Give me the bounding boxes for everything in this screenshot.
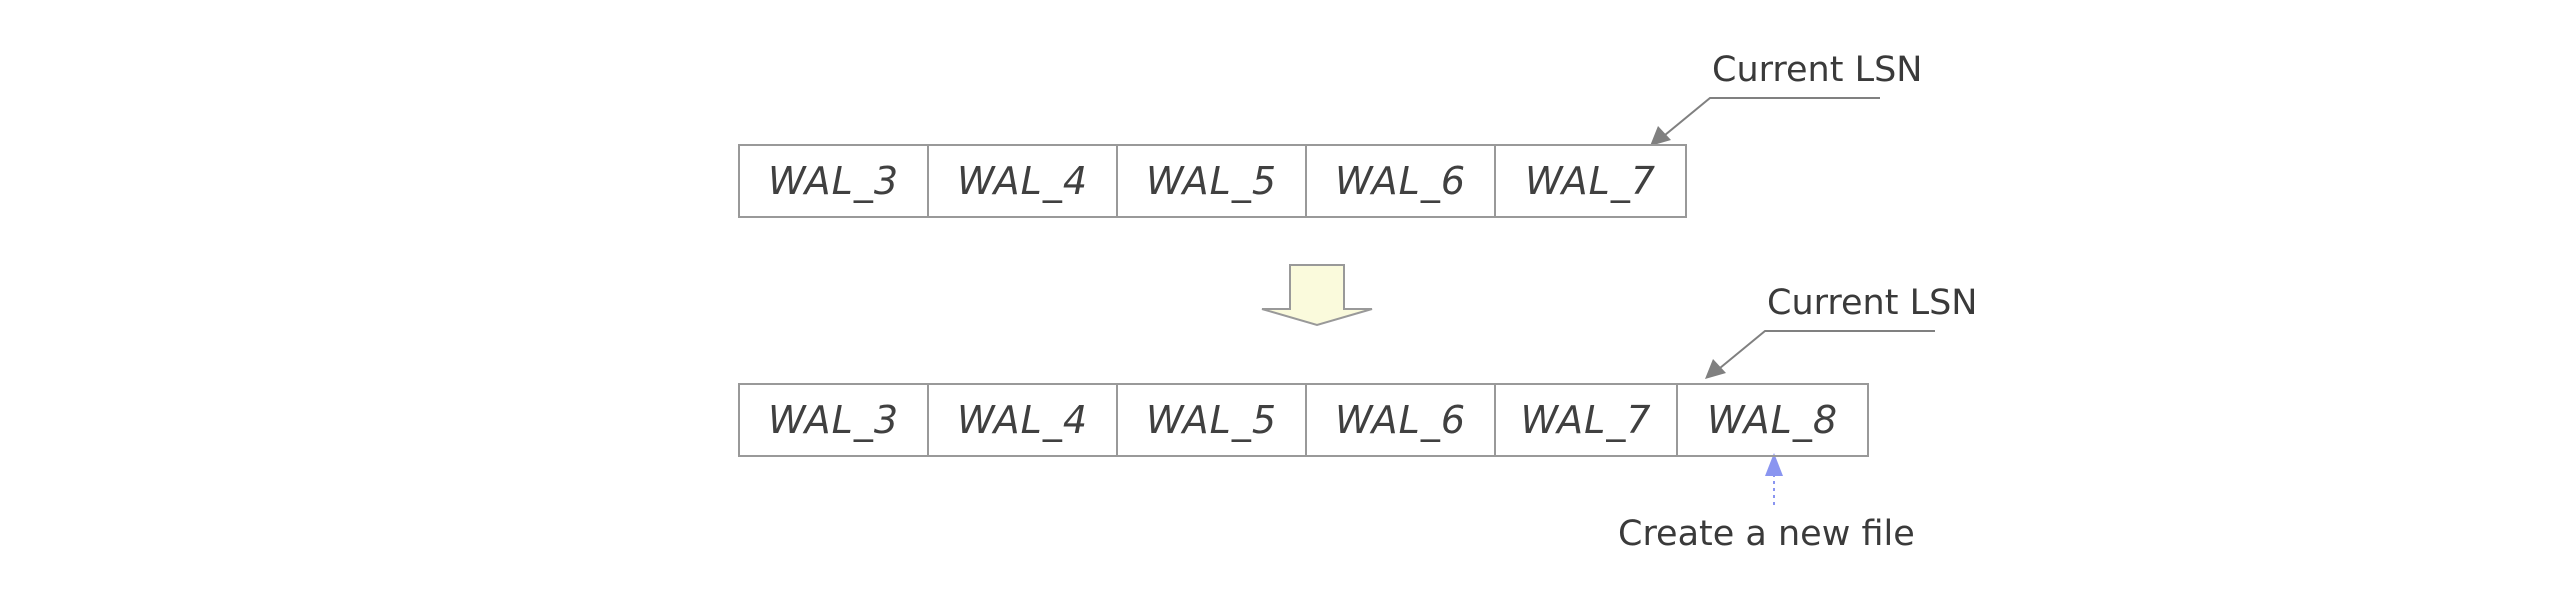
wal-cell: WAL_5 [1118,146,1307,216]
wal-cell: WAL_6 [1307,385,1496,455]
wal-row-before: WAL_3 WAL_4 WAL_5 WAL_6 WAL_7 [738,144,1687,218]
top-current-lsn-label: Current LSN [1712,50,1923,90]
wal-cell: WAL_5 [1118,385,1307,455]
top-current-lsn-pointer [1650,97,1880,146]
new-file-arrow [1765,453,1783,505]
transition-down-arrow [1261,264,1373,327]
bottom-current-lsn-label: Current LSN [1767,283,1978,323]
wal-cell: WAL_6 [1307,146,1496,216]
wal-row-after: WAL_3 WAL_4 WAL_5 WAL_6 WAL_7 WAL_8 [738,383,1869,457]
bottom-current-lsn-pointer [1705,330,1935,379]
wal-cell: WAL_7 [1496,385,1678,455]
wal-cell-current: WAL_8 [1706,398,1839,442]
wal-cell-current: WAL_7 [1524,159,1657,203]
wal-cell: WAL_3 [740,385,929,455]
create-new-file-label: Create a new file [1618,514,1915,554]
wal-cell: WAL_4 [929,385,1118,455]
wal-cell: WAL_3 [740,146,929,216]
wal-cell: WAL_4 [929,146,1118,216]
